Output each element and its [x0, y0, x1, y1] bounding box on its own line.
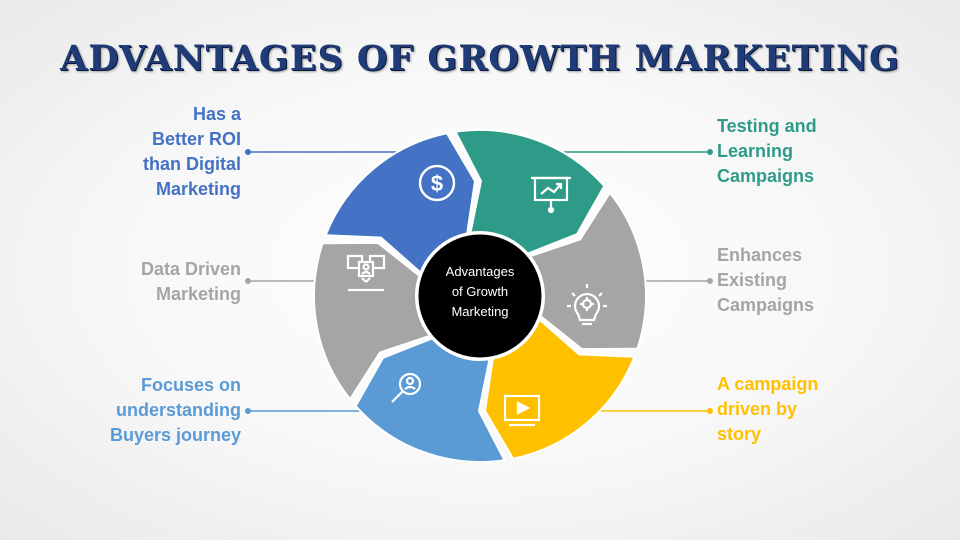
label-better-roi: Has a Better ROI than Digital Marketing — [143, 104, 241, 199]
connector-testing-dot — [707, 149, 713, 155]
lightbulb-gear-icon — [567, 284, 607, 326]
label-buyers-journey: Focuses on understanding Buyers journey — [109, 375, 241, 445]
connector-enhances-dot — [707, 278, 713, 284]
center-label: Advantages of Growth Marketing — [445, 264, 515, 319]
connector-story-dot — [707, 408, 713, 414]
page-title: ADVANTAGES OF GROWTH MARKETING — [60, 38, 900, 79]
label-testing-learning: Testing and Learning Campaigns — [717, 116, 817, 186]
connector-buyers-dot — [245, 408, 251, 414]
magnifier-user-icon — [391, 372, 422, 403]
presentation-chart-icon — [531, 176, 571, 214]
label-data-driven: Data Driven Marketing — [140, 259, 241, 304]
svg-text:$: $ — [431, 171, 443, 196]
label-campaign-story: A campaign driven by story — [717, 374, 819, 444]
dollar-icon: $ — [418, 164, 456, 202]
video-play-icon — [503, 394, 541, 427]
data-people-icon — [346, 254, 386, 292]
ring-segments — [313, 129, 647, 463]
connector-roi-dot — [245, 149, 251, 155]
center-circle — [415, 231, 545, 361]
label-enhances-campaigns: Enhances Existing Campaigns — [717, 245, 815, 315]
connector-data-dot — [245, 278, 251, 284]
